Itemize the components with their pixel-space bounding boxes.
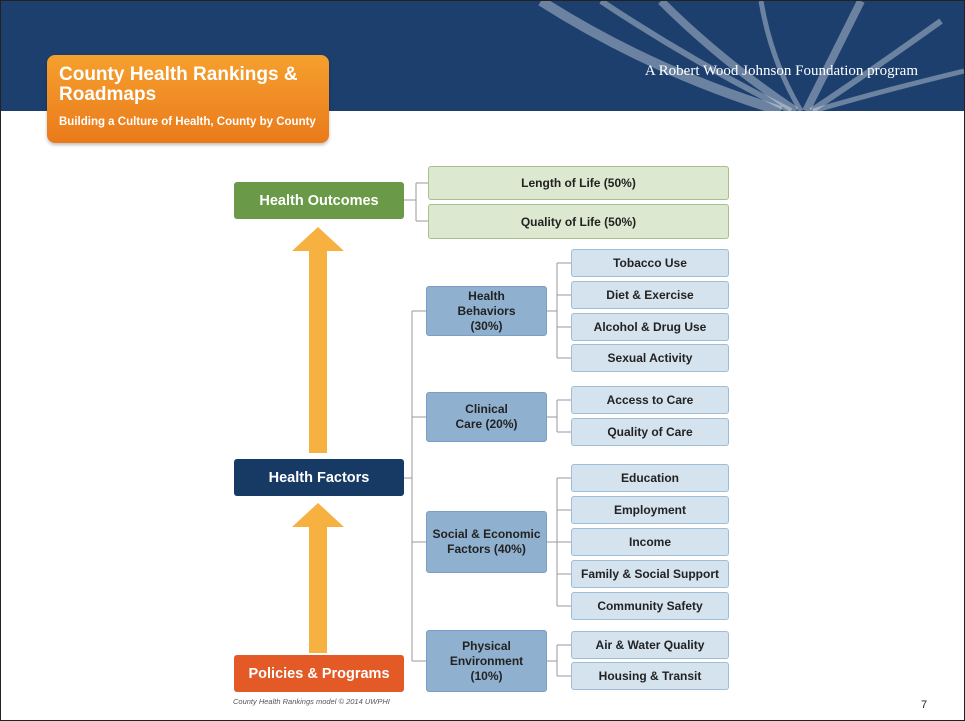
chrr-logo: County Health Rankings & Roadmaps Buildi… [47,55,329,143]
diet-exercise-box: Diet & Exercise [571,281,729,309]
length-of-life-box: Length of Life (50%) [428,166,729,200]
health-outcomes-box: Health Outcomes [234,182,404,219]
quality-of-life-box: Quality of Life (50%) [428,204,729,239]
education-box: Education [571,464,729,492]
upward-arrow-to-outcomes [292,227,344,453]
health-factors-box: Health Factors [234,459,404,496]
page-number: 7 [921,699,928,711]
model-credit: County Health Rankings model © 2014 UWPH… [233,697,390,706]
income-box: Income [571,528,729,556]
air-water-quality-box: Air & Water Quality [571,631,729,659]
sexual-activity-box: Sexual Activity [571,344,729,372]
logo-subtitle: Building a Culture of Health, County by … [59,116,316,128]
alcohol-drug-use-box: Alcohol & Drug Use [571,313,729,341]
access-to-care-box: Access to Care [571,386,729,414]
logo-title: County Health Rankings & Roadmaps [59,64,298,105]
starburst-decoration [538,1,964,111]
policies-programs-box: Policies & Programs [234,655,404,692]
quality-of-care-box: Quality of Care [571,418,729,446]
clinical-care-box: Clinical Care (20%) [426,392,547,442]
foundation-tagline: A Robert Wood Johnson Foundation program [644,63,918,79]
tobacco-use-box: Tobacco Use [571,249,729,277]
employment-box: Employment [571,496,729,524]
housing-transit-box: Housing & Transit [571,662,729,690]
upward-arrow-to-factors [292,503,344,653]
family-social-support-box: Family & Social Support [571,560,729,588]
community-safety-box: Community Safety [571,592,729,620]
physical-environment-box: Physical Environment (10%) [426,630,547,692]
social-economic-factors-box: Social & Economic Factors (40%) [426,511,547,573]
health-behaviors-box: Health Behaviors (30%) [426,286,547,336]
